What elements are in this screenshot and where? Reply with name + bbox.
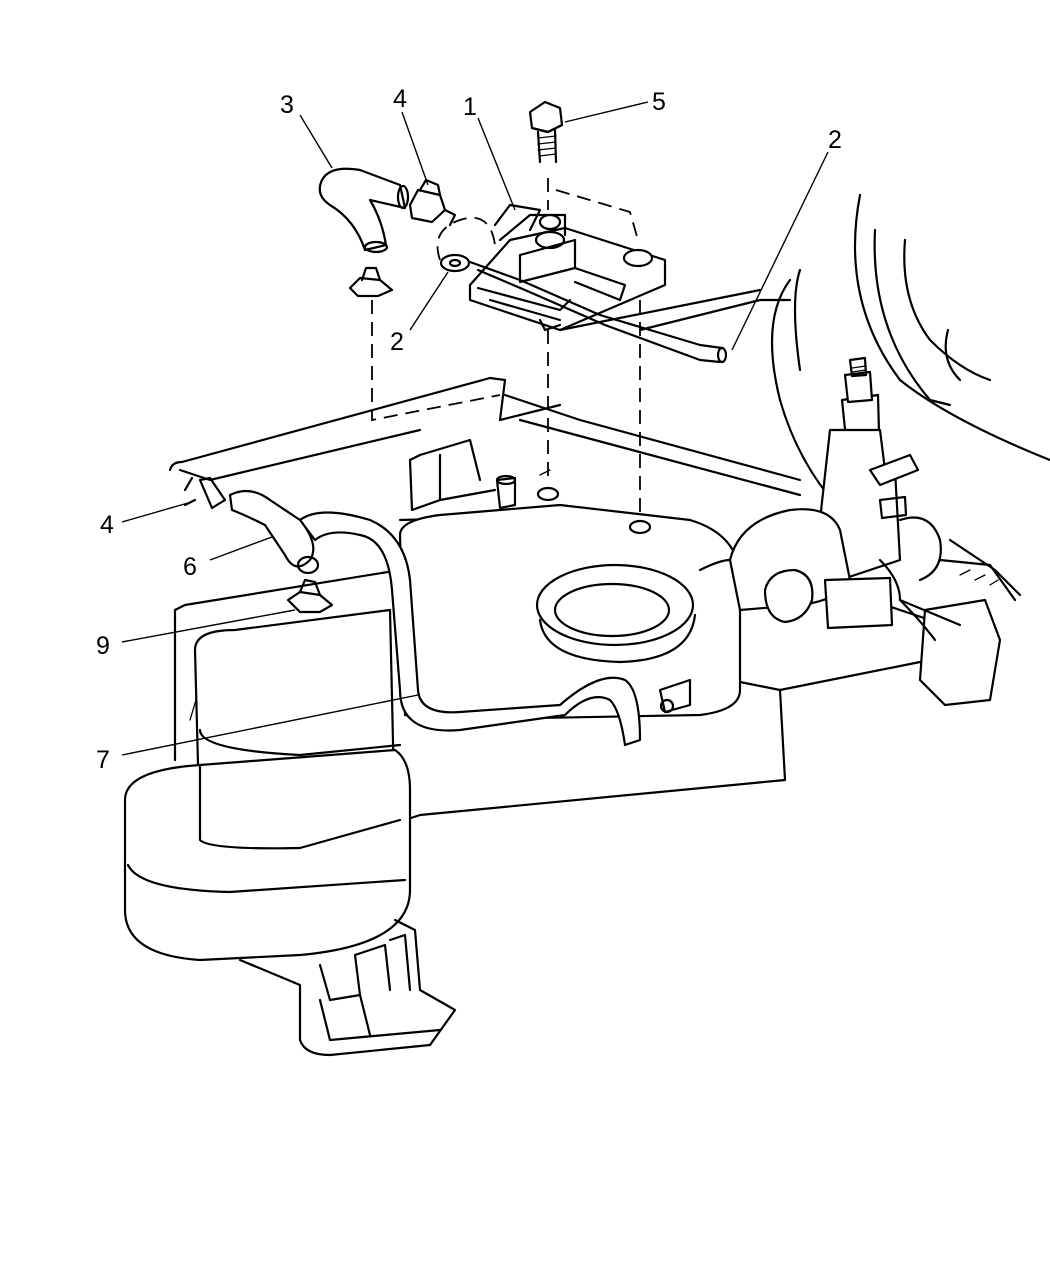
callout-labels: 1 2 2 3 4 4 5 6 7 9 bbox=[96, 85, 842, 774]
leader-lines bbox=[121, 101, 829, 756]
callout-9: 9 bbox=[96, 632, 110, 660]
bolt-5 bbox=[528, 100, 564, 164]
air-box bbox=[398, 503, 742, 722]
callout-2-left: 2 bbox=[390, 328, 404, 356]
clamp-hose-3 bbox=[348, 266, 394, 298]
callout-7: 7 bbox=[96, 746, 110, 774]
valve-assembly-1 bbox=[468, 203, 667, 332]
hose-7 bbox=[298, 511, 692, 747]
callout-2-right: 2 bbox=[828, 126, 842, 154]
vapor-canister bbox=[123, 608, 412, 962]
callout-1: 1 bbox=[463, 93, 477, 121]
vacuum-line-2 bbox=[439, 253, 728, 364]
floor-grommets bbox=[495, 469, 652, 535]
clamp-4-upper bbox=[408, 178, 457, 227]
callout-3: 3 bbox=[280, 91, 294, 119]
callout-4-lower: 4 bbox=[100, 511, 114, 539]
clamp-9 bbox=[286, 555, 334, 614]
hose-6 bbox=[183, 476, 315, 568]
assembly-lines bbox=[371, 178, 641, 512]
callout-4-upper: 4 bbox=[393, 85, 407, 113]
callout-6: 6 bbox=[183, 553, 197, 581]
transmission bbox=[698, 193, 1050, 707]
canister-bracket bbox=[238, 918, 457, 1057]
callout-5: 5 bbox=[652, 88, 666, 116]
hose-3 bbox=[318, 167, 410, 254]
